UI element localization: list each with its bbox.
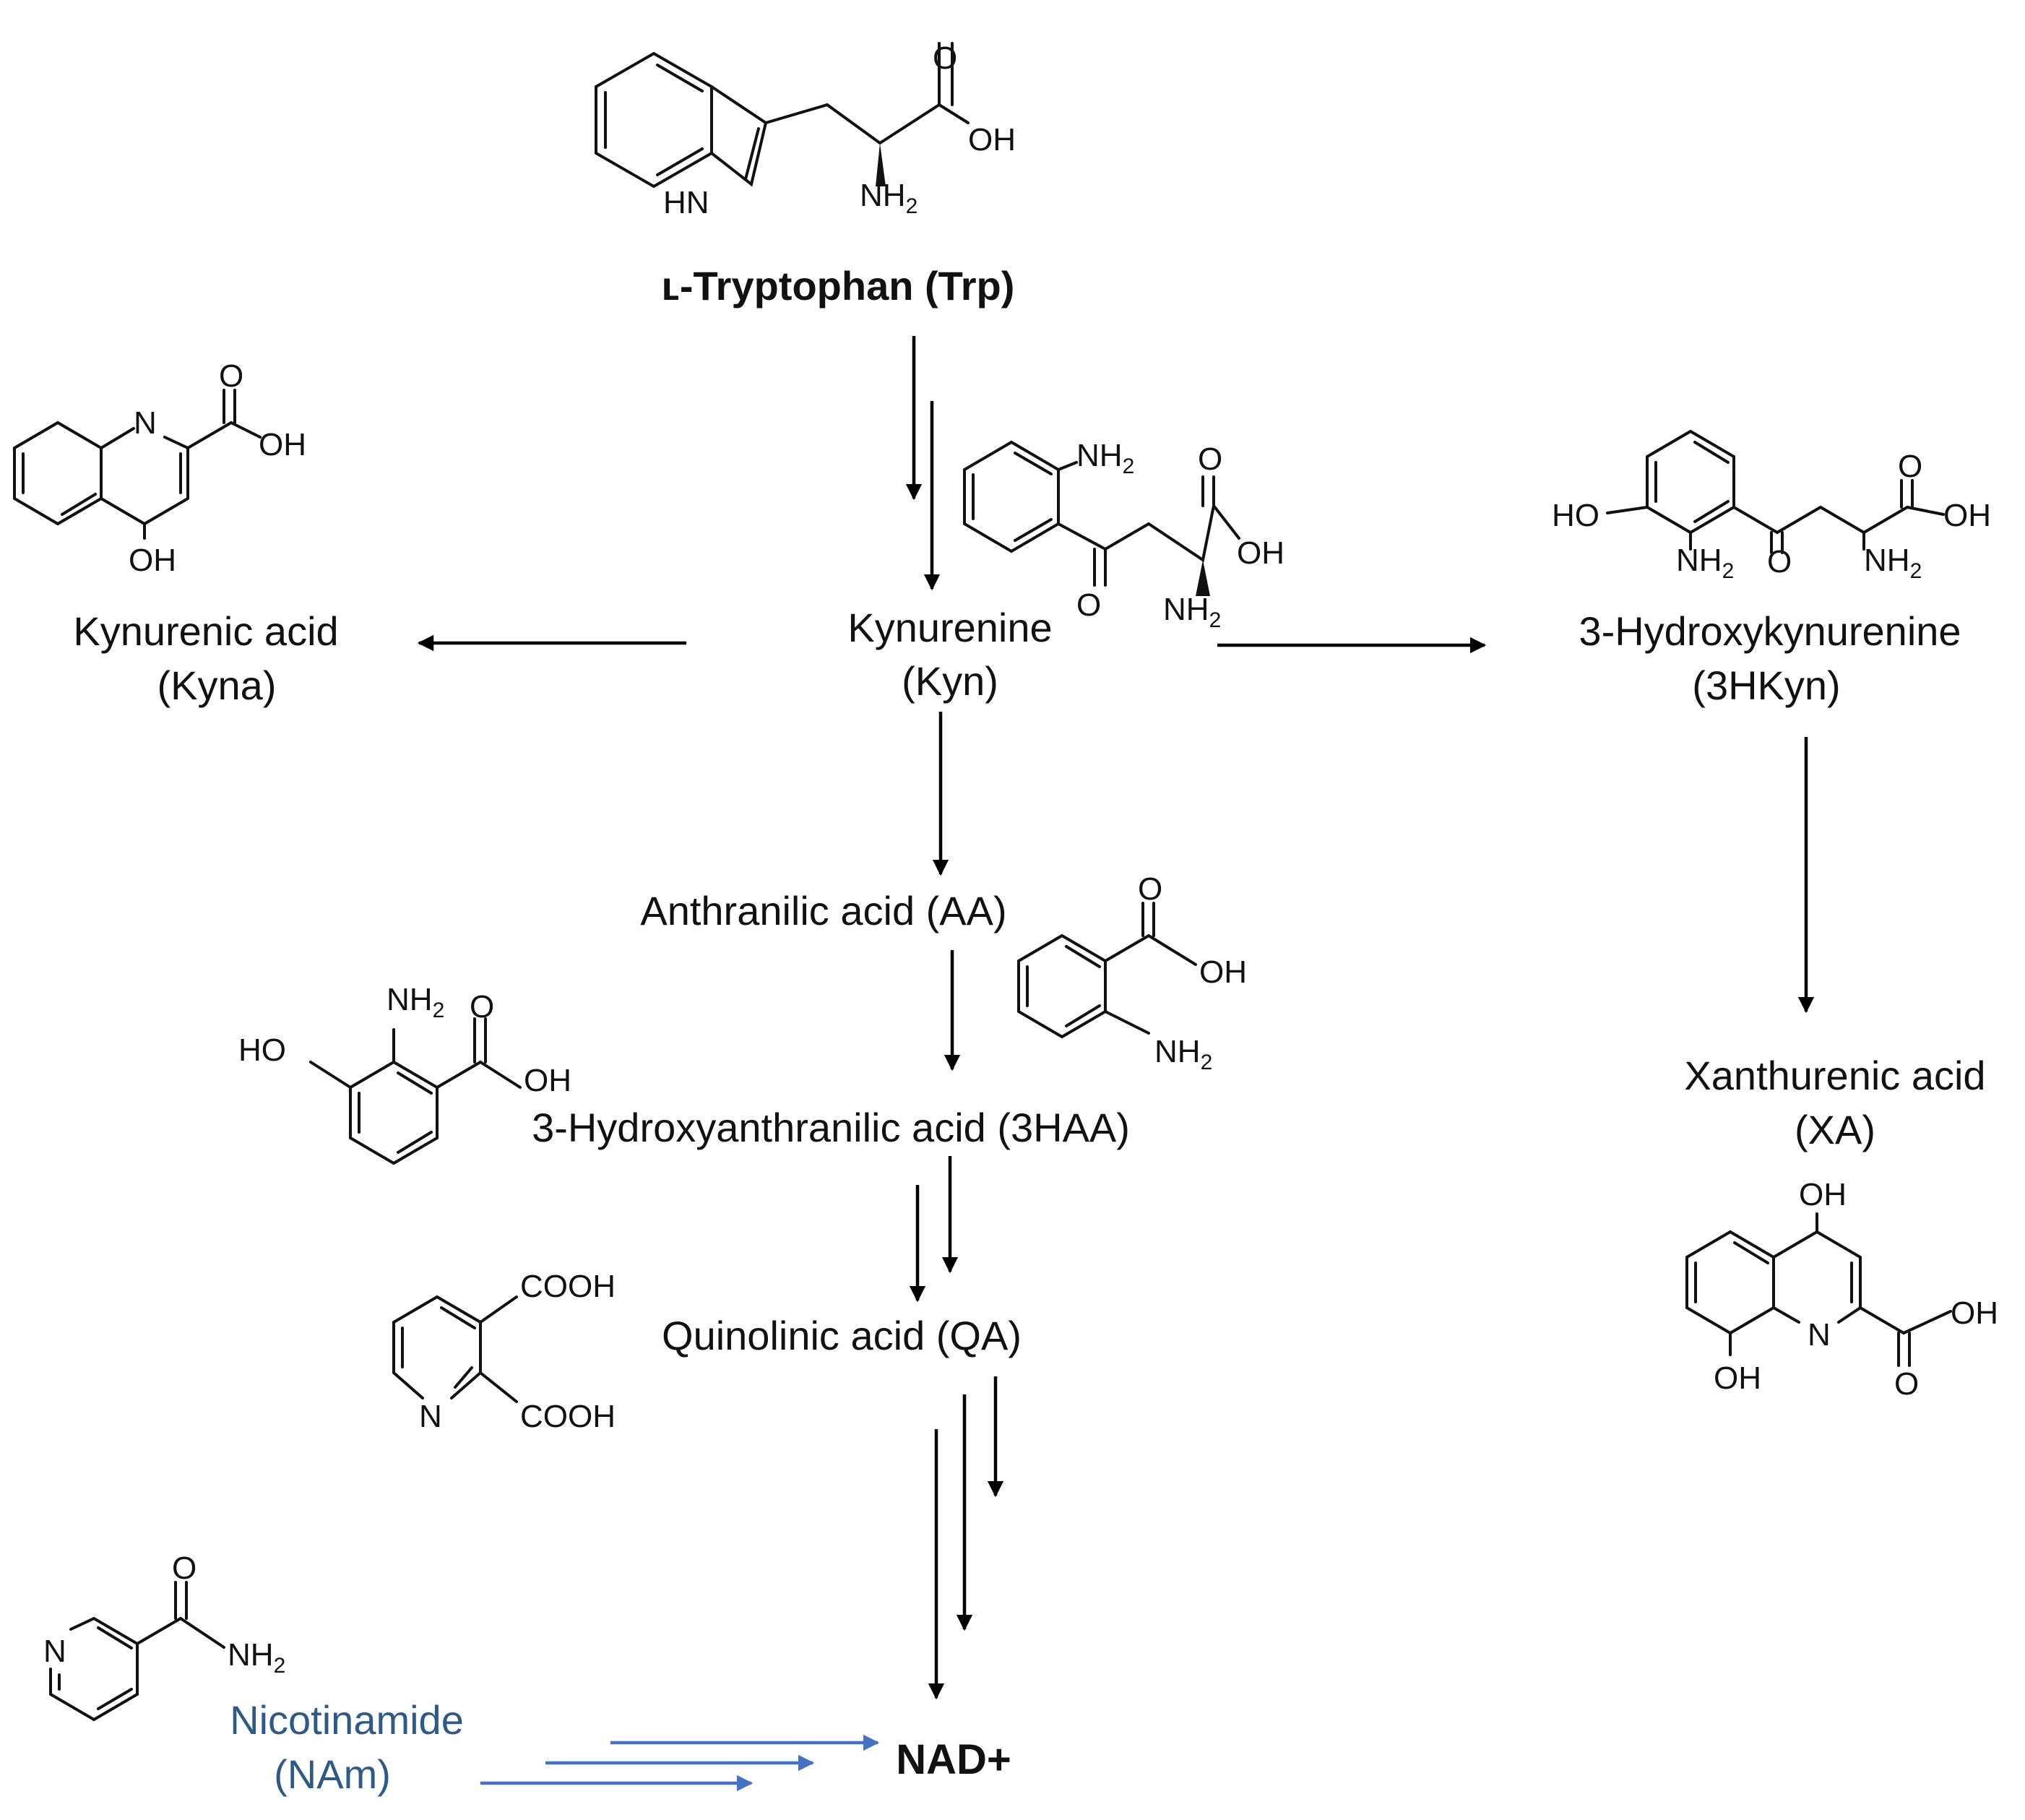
xa-o-label: O: [1894, 1366, 1919, 1402]
label-kynurenine-abbr: (Kyn): [902, 658, 998, 704]
structure-3-hydroxykynurenine: HO NH2 O NH2 O OH: [1552, 429, 1991, 583]
structure-quinolinic-acid: N COOH COOH: [392, 1269, 616, 1434]
label-kynurenic-acid-abbr: (Kyna): [157, 663, 277, 708]
label-3-hydroxykynurenine: 3-Hydroxykynurenine: [1579, 608, 1961, 654]
xa-oh-bottom-label: OH: [1714, 1360, 1761, 1396]
label-3-hydroxykynurenine-abbr: (3HKyn): [1692, 663, 1840, 708]
label-kynurenic-acid: Kynurenic acid: [73, 608, 338, 654]
structure-kynurenine: NH2 O OH O NH2: [963, 438, 1284, 632]
compound-labels: ʟ-Tryptophan (Trp) Kynurenine (Kyn) Kynu…: [73, 263, 1985, 1797]
aa-oh-label: OH: [1199, 954, 1247, 990]
kyna-o-label: O: [219, 358, 243, 394]
aa-nh2-label: NH2: [1154, 1034, 1212, 1074]
3hkyn-ho-label: HO: [1552, 498, 1599, 533]
nam-nh2-label: NH2: [228, 1637, 285, 1678]
label-nicotinamide: Nicotinamide: [230, 1697, 464, 1743]
3hkyn-oh-label: OH: [1943, 498, 1991, 533]
pathway-arrows: [417, 336, 1815, 1792]
trp-oh-label: OH: [968, 122, 1016, 158]
kyn-amine-label: NH2: [1163, 592, 1221, 632]
label-kynurenine: Kynurenine: [847, 605, 1052, 650]
3hkyn-nh2-label: NH2: [1676, 543, 1734, 583]
label-3-hydroxyanthranilic-acid: 3-Hydroxyanthranilic acid (3HAA): [532, 1105, 1130, 1150]
3haa-nh2-label: NH2: [387, 982, 444, 1022]
3hkyn-ketone-o-label: O: [1767, 544, 1792, 579]
structure-nicotinamide: N O NH2: [43, 1551, 285, 1722]
label-quinolinic-acid: Quinolinic acid (QA): [662, 1313, 1022, 1358]
nam-n-label: N: [43, 1634, 66, 1669]
label-nad: NAD+: [896, 1736, 1011, 1783]
3hkyn-o-label: O: [1898, 449, 1922, 484]
xa-oh-top-label: OH: [1799, 1177, 1847, 1212]
xa-n-label: N: [1808, 1317, 1831, 1353]
kyn-o-label: O: [1198, 441, 1222, 477]
kyn-oh-label: OH: [1237, 535, 1284, 571]
xa-oh-acid-label: OH: [1951, 1295, 1998, 1331]
3hkyn-amine-label: NH2: [1864, 543, 1922, 583]
label-xanthurenic-acid-abbr: (XA): [1795, 1107, 1875, 1152]
structure-xanthurenic-acid: OH N OH OH O: [1685, 1177, 1998, 1402]
label-anthranilic-acid: Anthranilic acid (AA): [640, 888, 1006, 933]
trp-hn-label: HN: [663, 185, 709, 220]
structure-kynurenic-acid: N O OH OH: [13, 358, 306, 578]
label-nicotinamide-abbr: (NAm): [274, 1751, 391, 1797]
qa-cooh-bottom-label: COOH: [520, 1399, 616, 1434]
trp-nh2-label: NH2: [860, 178, 917, 218]
trp-o-label: O: [933, 40, 957, 76]
kyna-oh2-label: OH: [129, 543, 176, 578]
qa-n-label: N: [419, 1399, 442, 1434]
aa-o-label: O: [1138, 871, 1162, 907]
label-xanthurenic-acid: Xanthurenic acid: [1684, 1053, 1985, 1098]
kyna-n-label: N: [134, 405, 157, 441]
qa-cooh-top-label: COOH: [520, 1269, 616, 1304]
3haa-oh-label: OH: [524, 1063, 571, 1098]
structure-3-hydroxyanthranilic-acid: NH2 HO O OH: [238, 982, 571, 1165]
label-tryptophan: ʟ-Tryptophan (Trp): [662, 263, 1015, 309]
kyn-ketone-o-label: O: [1076, 587, 1101, 623]
structure-tryptophan: HN O OH NH2: [595, 40, 1016, 220]
3haa-ho-label: HO: [238, 1032, 286, 1068]
3haa-o-label: O: [470, 989, 494, 1025]
kyna-oh-label: OH: [259, 427, 306, 462]
structure-anthranilic-acid: O OH NH2: [1017, 871, 1247, 1074]
kyn-nh2-label: NH2: [1076, 438, 1134, 478]
nam-o-label: O: [172, 1551, 197, 1586]
